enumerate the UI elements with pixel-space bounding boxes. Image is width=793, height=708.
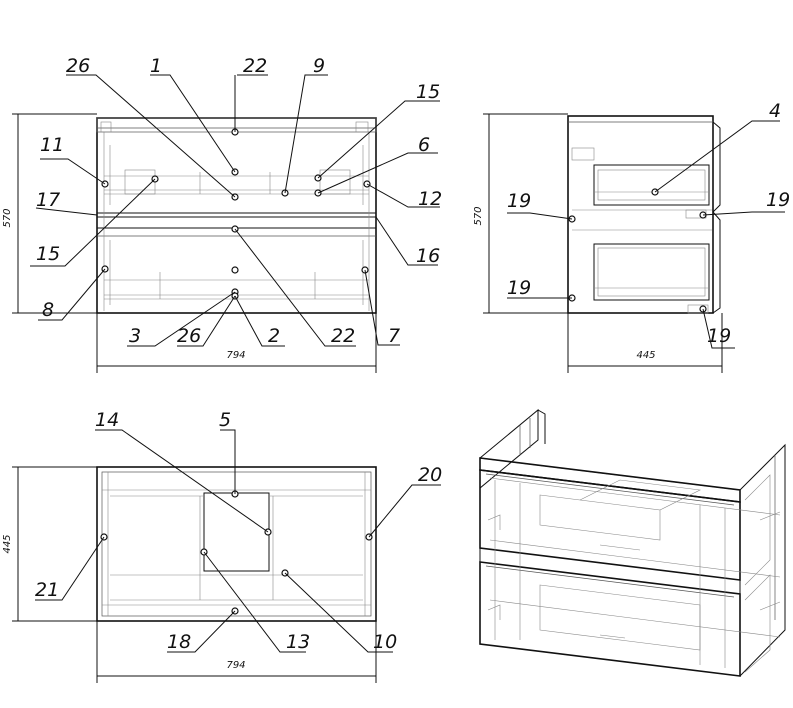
callout-2: 2 (268, 325, 280, 347)
callout-15-left: 15 (36, 243, 60, 265)
side-cabinet-outline (567, 115, 714, 314)
front-height-dimension: 570 (2, 208, 13, 227)
iso-top-edge (479, 457, 741, 503)
callout-10: 10 (373, 631, 397, 653)
iso-upper-drawer (479, 469, 741, 581)
top-depth-dimension: 445 (2, 534, 13, 553)
isometric-view (479, 408, 786, 677)
callout-12: 12 (418, 188, 442, 210)
callout-19-lower-left: 19 (507, 277, 531, 299)
front-view: 570 794 26 1 22 9 15 6 11 12 17 15 (2, 55, 442, 373)
callout-19-upper-left: 19 (507, 190, 531, 212)
callout-15: 15 (416, 81, 440, 103)
side-depth-dimension: 445 (636, 350, 655, 361)
callout-26: 26 (66, 55, 90, 77)
callout-4: 4 (769, 100, 781, 122)
front-cabinet-outline (96, 117, 377, 314)
callout-14: 14 (95, 409, 119, 431)
callout-7: 7 (388, 325, 400, 347)
top-view: 445 794 14 5 20 21 18 13 10 (2, 409, 442, 683)
iso-lower-drawer (479, 561, 741, 677)
callout-3: 3 (129, 325, 141, 347)
callout-19-upper-right: 19 (766, 189, 790, 211)
callout-11: 11 (40, 134, 64, 156)
side-height-dimension: 570 (473, 206, 484, 225)
callout-22-bottom: 22 (331, 325, 355, 347)
callout-9: 9 (313, 55, 325, 77)
callout-19-lower-right: 19 (707, 325, 731, 347)
callout-26-bottom: 26 (177, 325, 201, 347)
top-width-dimension: 794 (226, 660, 245, 671)
callout-18: 18 (167, 631, 191, 653)
callout-17: 17 (36, 189, 60, 211)
callout-20: 20 (418, 464, 442, 486)
callout-13: 13 (286, 631, 310, 653)
callout-1: 1 (150, 55, 162, 77)
front-width-dimension: 794 (226, 350, 245, 361)
side-view: 570 445 4 19 19 19 19 (473, 100, 790, 373)
callout-22: 22 (243, 55, 267, 77)
callout-21: 21 (35, 579, 59, 601)
callout-6: 6 (418, 134, 430, 156)
callout-8: 8 (42, 299, 54, 321)
callout-5: 5 (219, 409, 231, 431)
callout-16: 16 (416, 245, 440, 267)
top-cabinet-outline (96, 466, 377, 622)
